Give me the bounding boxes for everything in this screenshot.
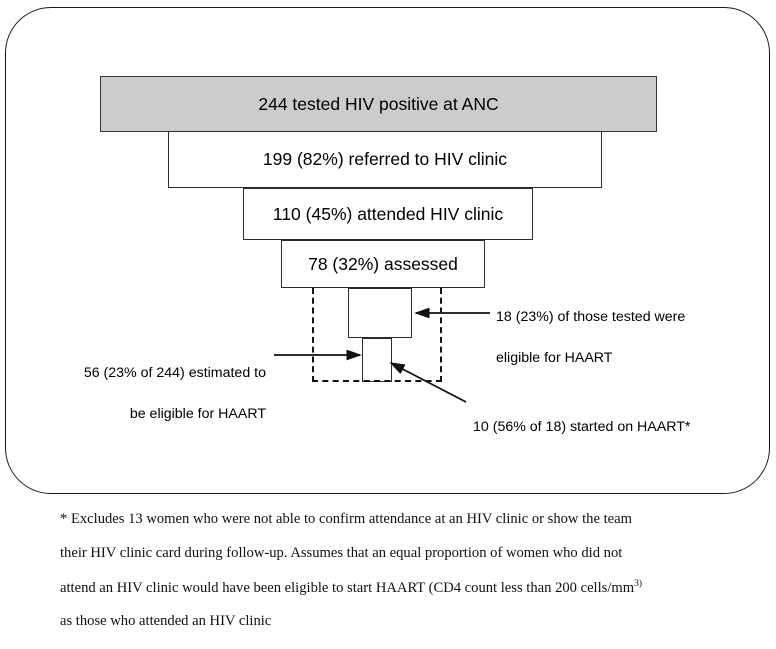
footnote: * Excludes 13 women who were not able to… xyxy=(60,512,760,648)
footnote-line-3: attend an HIV clinic would have been eli… xyxy=(60,579,760,614)
funnel-step-attended: 110 (45%) attended HIV clinic xyxy=(243,188,533,240)
annotation-estimated-line2: be eligible for HAART xyxy=(129,405,266,422)
annotation-estimated: 56 (23% of 244) estimated to be eligible… xyxy=(48,342,266,445)
footnote-line-3-text: attend an HIV clinic would have been eli… xyxy=(60,579,635,596)
estimated-eligible-dashed-region xyxy=(312,288,442,382)
diagram-frame xyxy=(5,7,770,494)
footnote-line-3-superscript: 3) xyxy=(634,579,643,589)
annotation-started-line1: 10 (56% of 18) started on HAART* xyxy=(473,418,691,435)
footnote-line-4: as those who attended an HIV clinic xyxy=(60,613,272,629)
footnote-line-1: * Excludes 13 women who were not able to… xyxy=(60,511,632,527)
funnel-step-referred: 199 (82%) referred to HIV clinic xyxy=(168,131,602,188)
annotation-estimated-line1: 56 (23% of 244) estimated to xyxy=(83,364,266,381)
annotation-eligible-line1: 18 (23%) of those tested were xyxy=(496,308,686,325)
annotation-eligible: 18 (23%) of those tested were eligible f… xyxy=(496,286,685,389)
annotation-started: 10 (56% of 18) started on HAART* xyxy=(473,396,690,458)
funnel-step-eligible xyxy=(348,288,412,338)
footnote-line-2: their HIV clinic card during follow-up. … xyxy=(60,545,623,561)
funnel-step-tested: 244 tested HIV positive at ANC xyxy=(100,76,657,132)
funnel-step-assessed: 78 (32%) assessed xyxy=(281,240,485,288)
annotation-eligible-line2: eligible for HAART xyxy=(496,349,613,366)
funnel-step-started xyxy=(362,338,392,382)
